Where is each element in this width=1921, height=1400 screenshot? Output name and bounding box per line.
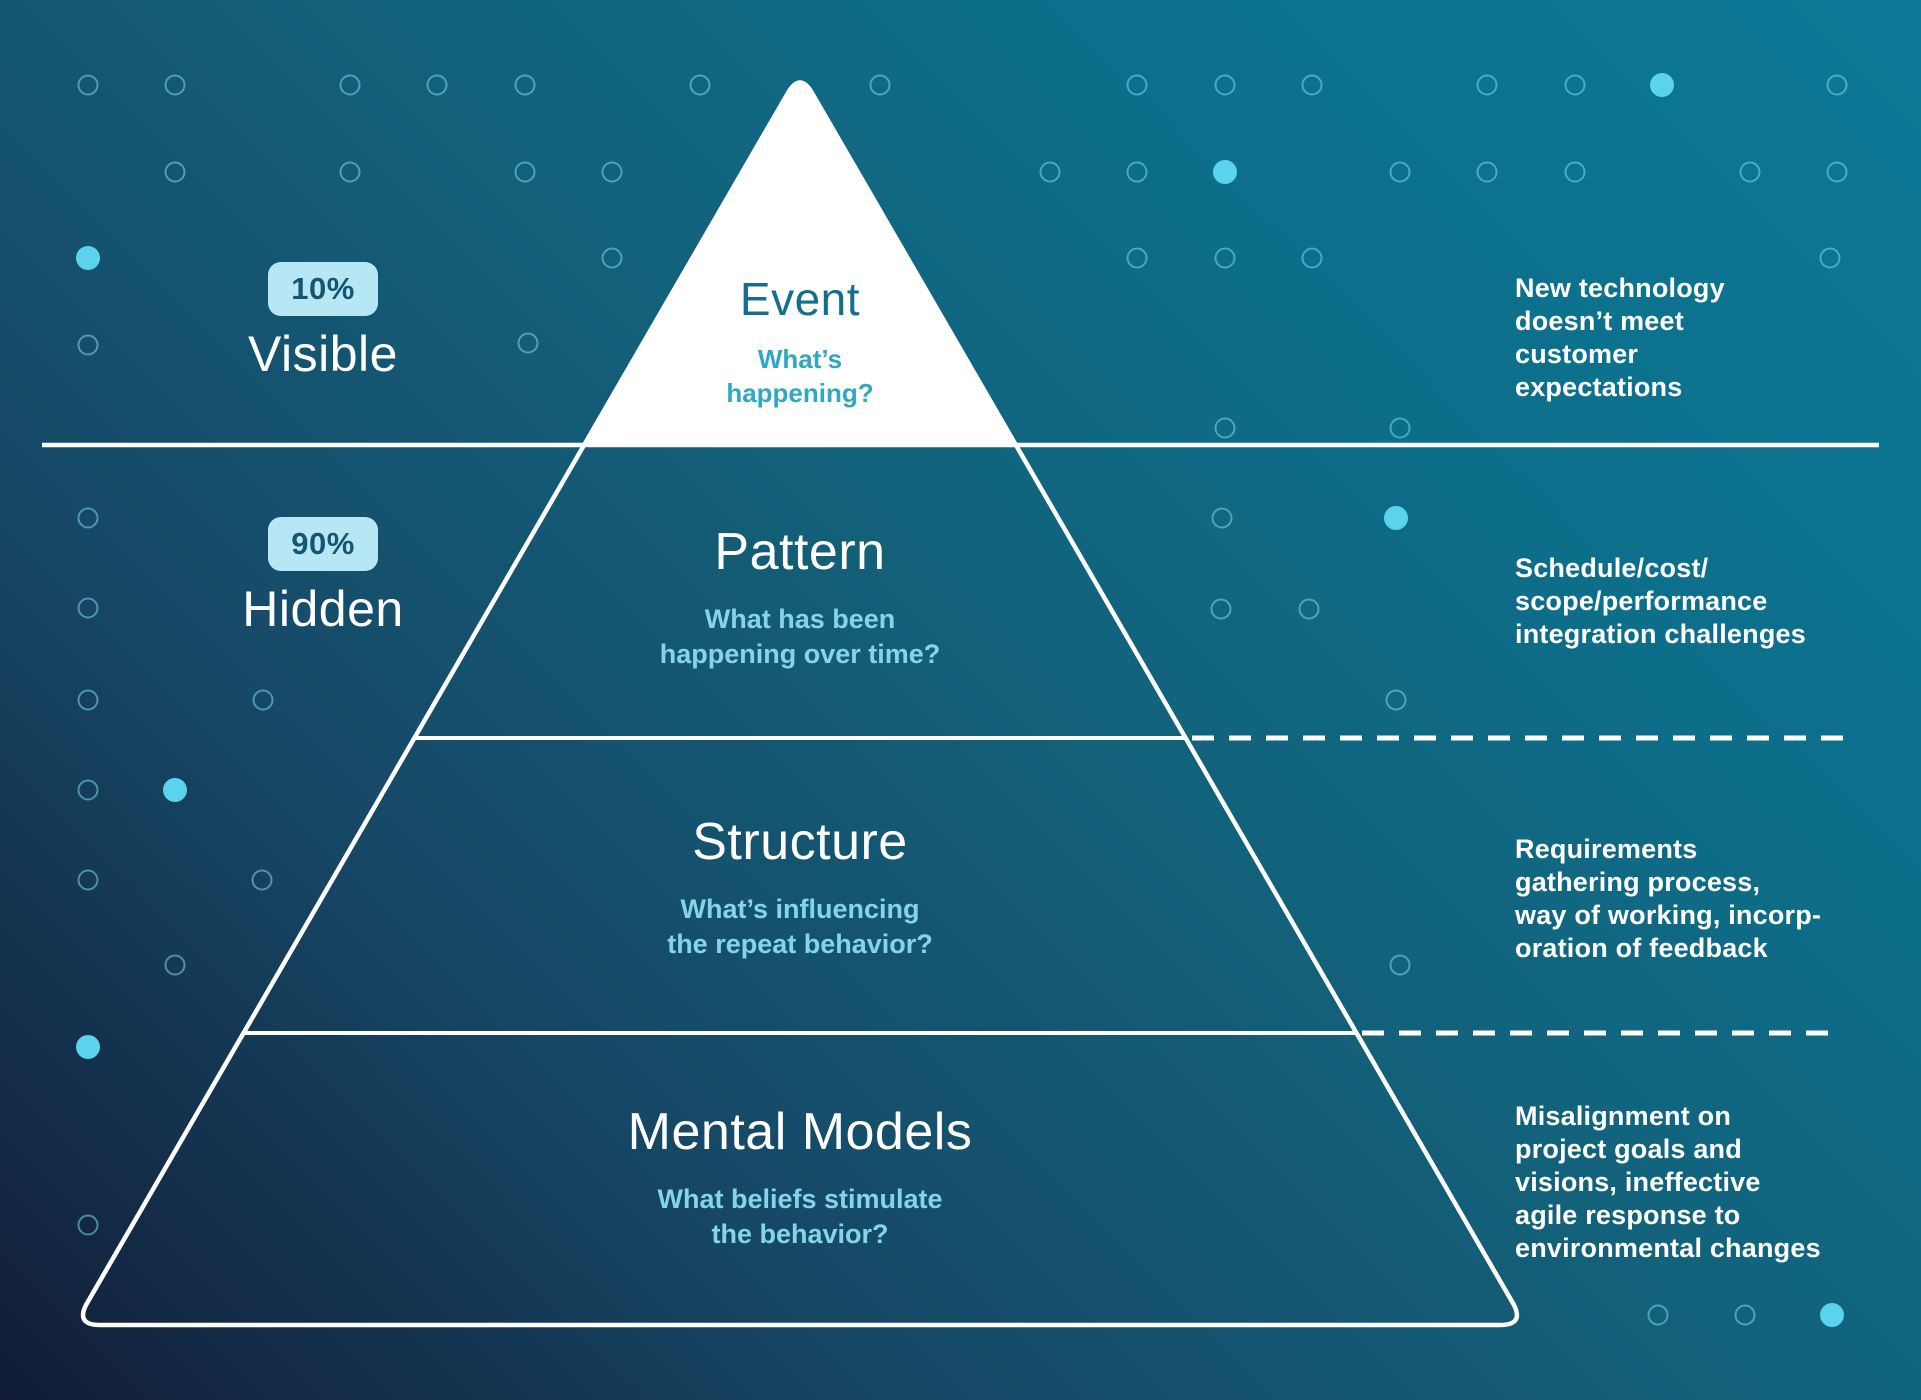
filled-dot (76, 246, 100, 270)
outline-dot (1214, 417, 1236, 439)
outline-dot (1210, 598, 1232, 620)
outline-dot (164, 954, 186, 976)
outline-dot (77, 507, 99, 529)
outline-dot (1476, 161, 1498, 183)
outline-dot (339, 161, 361, 183)
level-event-title: Event (739, 273, 861, 325)
filled-dot (76, 1035, 100, 1059)
outline-dot (517, 332, 539, 354)
outline-dot (1126, 247, 1148, 269)
hidden-percent-badge: 90% (268, 517, 378, 571)
outline-dot (1389, 161, 1411, 183)
visible-label: Visible (248, 326, 398, 382)
outline-dot (77, 689, 99, 711)
outline-dot (689, 74, 711, 96)
outline-dot (1126, 161, 1148, 183)
outline-dot (252, 689, 274, 711)
outline-dot (1301, 74, 1323, 96)
outline-dot (77, 1214, 99, 1236)
pyramid-outline (80, 80, 1520, 1328)
outline-dot (1385, 689, 1407, 711)
outline-dot (1564, 161, 1586, 183)
outline-dot (77, 334, 99, 356)
level-mental-models: Mental Models What beliefs stimulate the… (450, 1102, 1150, 1252)
level-pattern-title: Pattern (714, 523, 886, 581)
outline-dot (77, 597, 99, 619)
outline-dot (1389, 417, 1411, 439)
outline-dot (164, 74, 186, 96)
hidden-group: 90% Hidden (178, 517, 468, 638)
outline-dot (514, 161, 536, 183)
outline-dot (1819, 247, 1841, 269)
level-mental-models-question: What beliefs stimulate the behavior? (657, 1184, 943, 1249)
filled-dot (163, 778, 187, 802)
filled-dot (1820, 1303, 1844, 1327)
outline-dot (1211, 507, 1233, 529)
outline-dot (1826, 74, 1848, 96)
note-pattern-example: Schedule/cost/ scope/performance integra… (1515, 553, 1806, 649)
outline-dot (1214, 247, 1236, 269)
outline-dot (1647, 1304, 1669, 1326)
level-event: Event What’s happening? (600, 272, 1000, 410)
outline-dot (77, 779, 99, 801)
note-structure-example: Requirements gathering process, way of w… (1515, 834, 1822, 963)
outline-dot (251, 869, 273, 891)
level-pattern-question: What has been happening over time? (659, 604, 941, 669)
filled-dot (1384, 506, 1408, 530)
level-structure-question: What’s influencing the repeat behavior? (667, 894, 933, 959)
note-event-example: New technology doesn’t meet customer exp… (1515, 273, 1725, 402)
outline-dot (426, 74, 448, 96)
outline-dot (1389, 954, 1411, 976)
outline-dot (1214, 74, 1236, 96)
note-mental-models-example: Misalignment on project goals and vision… (1515, 1101, 1821, 1263)
outline-dot (339, 74, 361, 96)
visible-percent-badge: 10% (268, 262, 378, 316)
outline-dot (1301, 247, 1323, 269)
outline-dot (869, 74, 891, 96)
outline-dot (1476, 74, 1498, 96)
filled-dot (1213, 160, 1237, 184)
outline-dot (1126, 74, 1148, 96)
outline-dot (1734, 1304, 1756, 1326)
level-mental-models-title: Mental Models (627, 1103, 973, 1161)
outline-dot (601, 161, 623, 183)
outline-dot (1039, 161, 1061, 183)
level-structure-title: Structure (692, 813, 908, 871)
hidden-label: Hidden (242, 581, 404, 637)
outline-dot (601, 247, 623, 269)
level-structure: Structure What’s influencing the repeat … (500, 812, 1100, 962)
outline-dot (1826, 161, 1848, 183)
filled-dot (1650, 73, 1674, 97)
outline-dot (1739, 161, 1761, 183)
level-event-question: What’s happening? (726, 344, 874, 408)
outline-dot (1298, 598, 1320, 620)
iceberg-tip-shape (584, 82, 1016, 447)
visible-group: 10% Visible (178, 262, 468, 383)
outline-dot (514, 74, 536, 96)
outline-dot (164, 161, 186, 183)
outline-dot (77, 869, 99, 891)
outline-dot (77, 74, 99, 96)
level-pattern: Pattern What has been happening over tim… (500, 522, 1100, 672)
outline-dot (1564, 74, 1586, 96)
